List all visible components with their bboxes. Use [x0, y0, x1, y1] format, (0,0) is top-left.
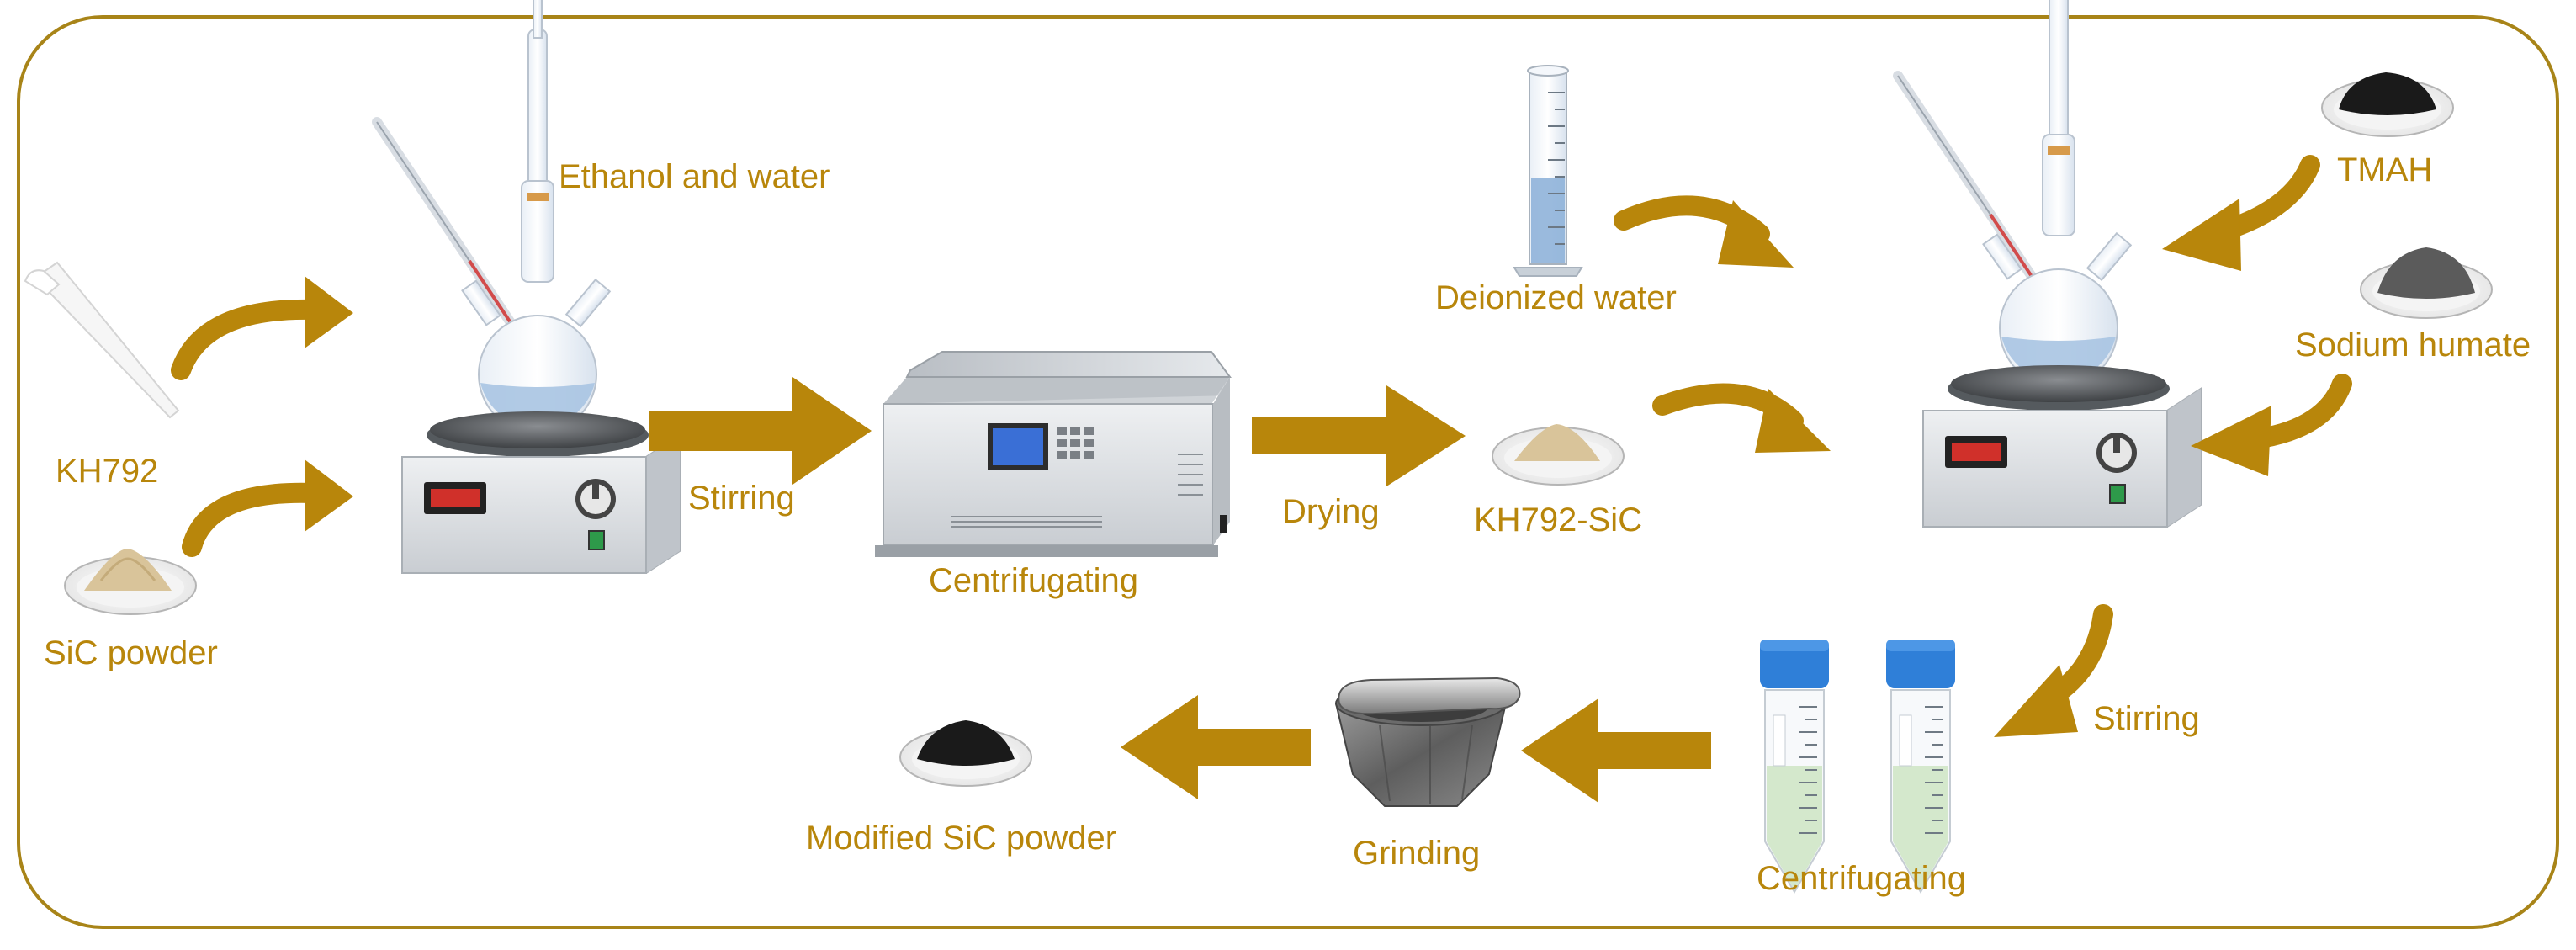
sic-powder-dish-icon — [64, 549, 197, 615]
magnetic-stirrer-1-icon — [377, 0, 680, 573]
deionized-water-arrow-icon — [1614, 195, 1794, 268]
graduated-cylinder-icon — [1513, 65, 1583, 277]
label-modified-sic: Modified SiC powder — [806, 820, 1117, 857]
kh792-sic-arrow-icon — [1652, 383, 1831, 453]
kh792-arrow-icon — [171, 276, 353, 380]
mortar-pestle-icon — [1334, 677, 1521, 807]
sodium-humate-dish-icon — [2360, 247, 2493, 319]
drying-arrow-icon — [1252, 385, 1466, 486]
pipette-icon — [24, 261, 180, 419]
label-stirring-1: Stirring — [688, 480, 795, 517]
modified-arrow-icon — [1121, 695, 1311, 799]
modified-sic-dish-icon — [899, 720, 1032, 787]
label-grinding: Grinding — [1353, 835, 1481, 872]
label-kh792: KH792 — [56, 453, 159, 490]
sodium-humate-arrow-icon — [2191, 374, 2352, 476]
frame-border — [17, 15, 2559, 929]
label-kh792-sic: KH792-SiC — [1474, 502, 1643, 539]
magnetic-stirrer-2-icon — [1898, 0, 2201, 527]
label-centrifugating-2: Centrifugating — [1757, 860, 1967, 897]
grinding-arrow-icon — [1521, 698, 1711, 803]
kh792-sic-dish-icon — [1492, 424, 1625, 486]
label-drying: Drying — [1282, 493, 1380, 530]
label-sodium-humate: Sodium humate — [2295, 326, 2531, 364]
label-stirring-2: Stirring — [2093, 700, 2200, 737]
label-sic-powder: SiC powder — [44, 634, 218, 671]
tmah-dish-icon — [2321, 72, 2454, 137]
centrifuge-tube-2-icon — [1885, 639, 1956, 893]
label-deionized-water: Deionized water — [1435, 279, 1677, 316]
tmah-arrow-icon — [2162, 155, 2320, 271]
centrifuge-icon — [875, 351, 1232, 557]
sic-arrow-icon — [182, 459, 353, 557]
label-ethanol-water: Ethanol and water — [559, 158, 830, 195]
stirring-arrow-2-icon — [1994, 604, 2113, 737]
label-centrifugating-1: Centrifugating — [929, 562, 1139, 599]
label-tmah: TMAH — [2337, 151, 2433, 188]
stirring-arrow-1-icon — [649, 377, 872, 485]
centrifuge-tube-1-icon — [1759, 639, 1830, 893]
